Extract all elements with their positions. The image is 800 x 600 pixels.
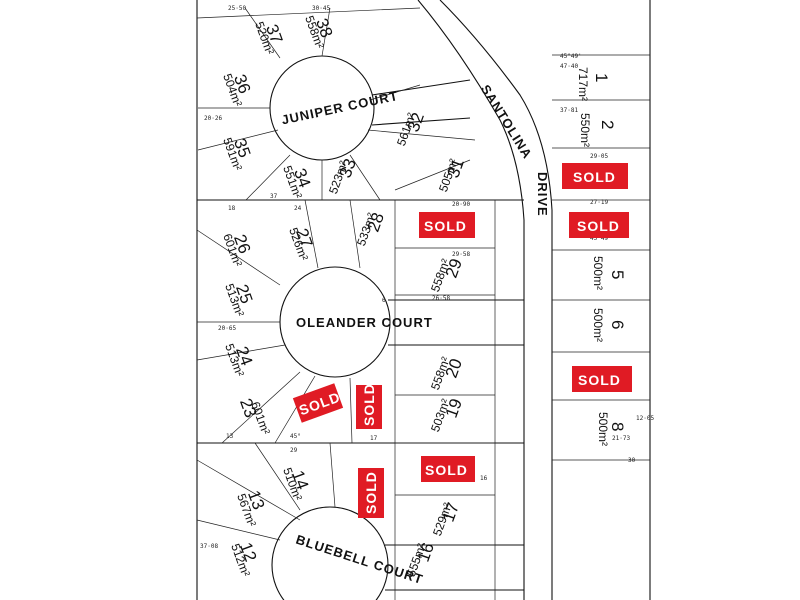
dim-label: 12·05 (636, 415, 654, 422)
dim-label: 18 (228, 205, 236, 212)
dim-label: 47·40 (560, 63, 578, 70)
drive-label: DRIVE (535, 172, 550, 217)
dim-label: 37·08 (200, 543, 218, 550)
sold-label: SOLD (361, 383, 377, 426)
juniper-court-label: JUNIPER COURT (280, 88, 400, 127)
dim-label: 30·45 (312, 5, 330, 12)
dim-label: 45°49' (590, 235, 612, 242)
sold-label: SOLD (577, 218, 620, 234)
dim-label: 20·90 (452, 201, 470, 208)
lot-lines-east (552, 54, 650, 461)
sold-badge-lot-22: SOLD (292, 383, 344, 423)
bluebell-court-bulb (271, 506, 389, 600)
sold-badge-lot-4: SOLD (569, 212, 629, 238)
sold-label: SOLD (578, 372, 621, 388)
dim-label: 6 (382, 297, 386, 304)
dim-label: 45° (290, 433, 301, 440)
dim-label: 45°49' (560, 53, 582, 60)
dim-label: 17 (370, 435, 378, 442)
dim-label: 29·05 (590, 153, 608, 160)
dim-label: 30 (628, 457, 636, 464)
dim-label: 13 (226, 433, 234, 440)
sold-badge-lot-21: SOLD (356, 383, 382, 429)
sold-label: SOLD (424, 218, 467, 234)
dim-label: 20·65 (218, 325, 236, 332)
dim-label: 20·26 (204, 115, 222, 122)
sold-label: SOLD (363, 471, 379, 514)
sold-label: SOLD (425, 462, 468, 478)
santolina-label: SANTOLINA (478, 82, 536, 162)
bluebell-court-label: BLUEBELL COURT (294, 532, 425, 587)
lot-area: 601m² (248, 400, 273, 437)
sold-badge-lot-18: SOLD (421, 456, 475, 482)
lot-number: 1 (592, 73, 611, 82)
dim-label: 37·81 (560, 107, 578, 114)
lot-lines-oleander (196, 199, 496, 444)
lot-area: 500m² (591, 256, 605, 290)
santolina-drive-edge-west (417, 0, 525, 600)
sold-badge-lot-30: SOLD (419, 212, 475, 238)
dim-label: 25·50 (228, 5, 246, 12)
dim-label: 21·73 (612, 435, 630, 442)
lot-number: 5 (608, 270, 627, 279)
juniper-court-stem (371, 79, 471, 126)
lot-lines-bluebell (196, 442, 496, 600)
sold-label: SOLD (573, 169, 616, 185)
lot-area: 550m² (578, 113, 592, 147)
lot-number: 8 (608, 422, 627, 431)
lot-number: 6 (608, 320, 627, 329)
lot-2[interactable]: 2 550m² (578, 113, 617, 147)
dim-label: 37 (270, 193, 278, 200)
dim-label: 16 (480, 475, 488, 482)
sold-badge-lot-3: SOLD (562, 163, 628, 189)
sold-badge-lot-7: SOLD (572, 366, 632, 392)
dim-label: 26·58 (432, 295, 450, 302)
dim-label: 29·58 (452, 251, 470, 258)
lot-number: 2 (598, 120, 617, 129)
dim-label: 24 (294, 205, 302, 212)
lot-area: 500m² (591, 308, 605, 342)
lot-lines-juniper (196, 7, 476, 201)
oleander-court-stem (388, 299, 524, 346)
santolina-drive-edge-east (439, 0, 553, 600)
sold-badge-lot-15: SOLD (358, 468, 384, 518)
oleander-court-label: OLEANDER COURT (296, 315, 433, 330)
lot-area: 500m² (596, 412, 610, 446)
lot-area: 717m² (576, 67, 590, 101)
dim-label: 29 (290, 447, 298, 454)
dim-label: 27·19 (590, 199, 608, 206)
